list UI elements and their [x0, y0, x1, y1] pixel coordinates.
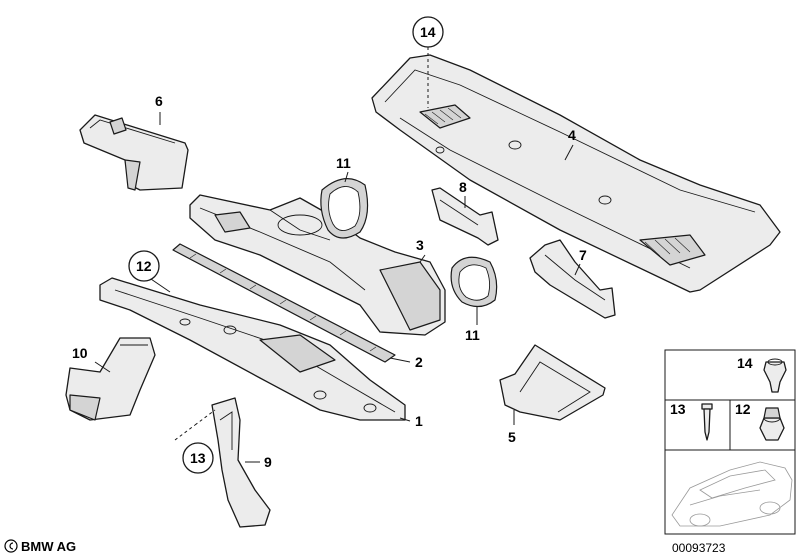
push-clip-icon: [763, 358, 787, 393]
callout-13-circled: 13: [182, 442, 214, 474]
callout-8: 8: [459, 179, 467, 195]
callout-1: 1: [415, 413, 423, 429]
callout-2: 2: [415, 354, 423, 370]
nut-icon: [759, 407, 785, 441]
callout-11-upper: 11: [336, 155, 351, 171]
svg-text:13: 13: [190, 450, 206, 466]
callout-5: 5: [508, 429, 516, 445]
callout-12-circled: 12: [128, 250, 160, 282]
diagram-code: 00093723: [672, 541, 726, 555]
legend-label-13: 13: [670, 401, 686, 417]
brand-label: BMW AG: [21, 539, 76, 554]
part-3-housing[interactable]: [189, 194, 446, 336]
car-silhouette-icon: [671, 461, 793, 527]
part-7-bracket[interactable]: [529, 239, 616, 319]
leader-lines: [94, 47, 581, 463]
callout-14-circled: 14: [412, 16, 444, 48]
callout-7: 7: [579, 247, 587, 263]
part-10-duct[interactable]: [65, 337, 156, 421]
legend-label-12: 12: [735, 401, 751, 417]
callout-9: 9: [264, 454, 272, 470]
callout-11-lower: 11: [465, 327, 480, 343]
rivet-icon: [701, 403, 713, 441]
svg-text:12: 12: [136, 258, 152, 274]
part-6-air-duct[interactable]: [79, 114, 189, 191]
copyright-footer: © BMW AG: [4, 539, 76, 554]
fastener-legend: 14 13 12: [664, 349, 796, 535]
part-11-seal-upper[interactable]: [320, 178, 369, 239]
part-5-tray[interactable]: [499, 344, 606, 421]
callout-3: 3: [416, 237, 424, 253]
legend-label-14: 14: [737, 355, 753, 371]
part-11-seal-lower[interactable]: [450, 256, 498, 308]
part-4-cowl-panel[interactable]: [371, 54, 781, 293]
callout-4: 4: [568, 127, 576, 143]
part-1-carrier[interactable]: [99, 277, 406, 421]
part-8-bracket[interactable]: [431, 187, 499, 246]
callout-10: 10: [72, 345, 88, 361]
part-9-duct[interactable]: [211, 397, 271, 528]
callout-6: 6: [155, 93, 163, 109]
part-2-filter[interactable]: [172, 243, 396, 363]
svg-text:14: 14: [420, 24, 436, 40]
